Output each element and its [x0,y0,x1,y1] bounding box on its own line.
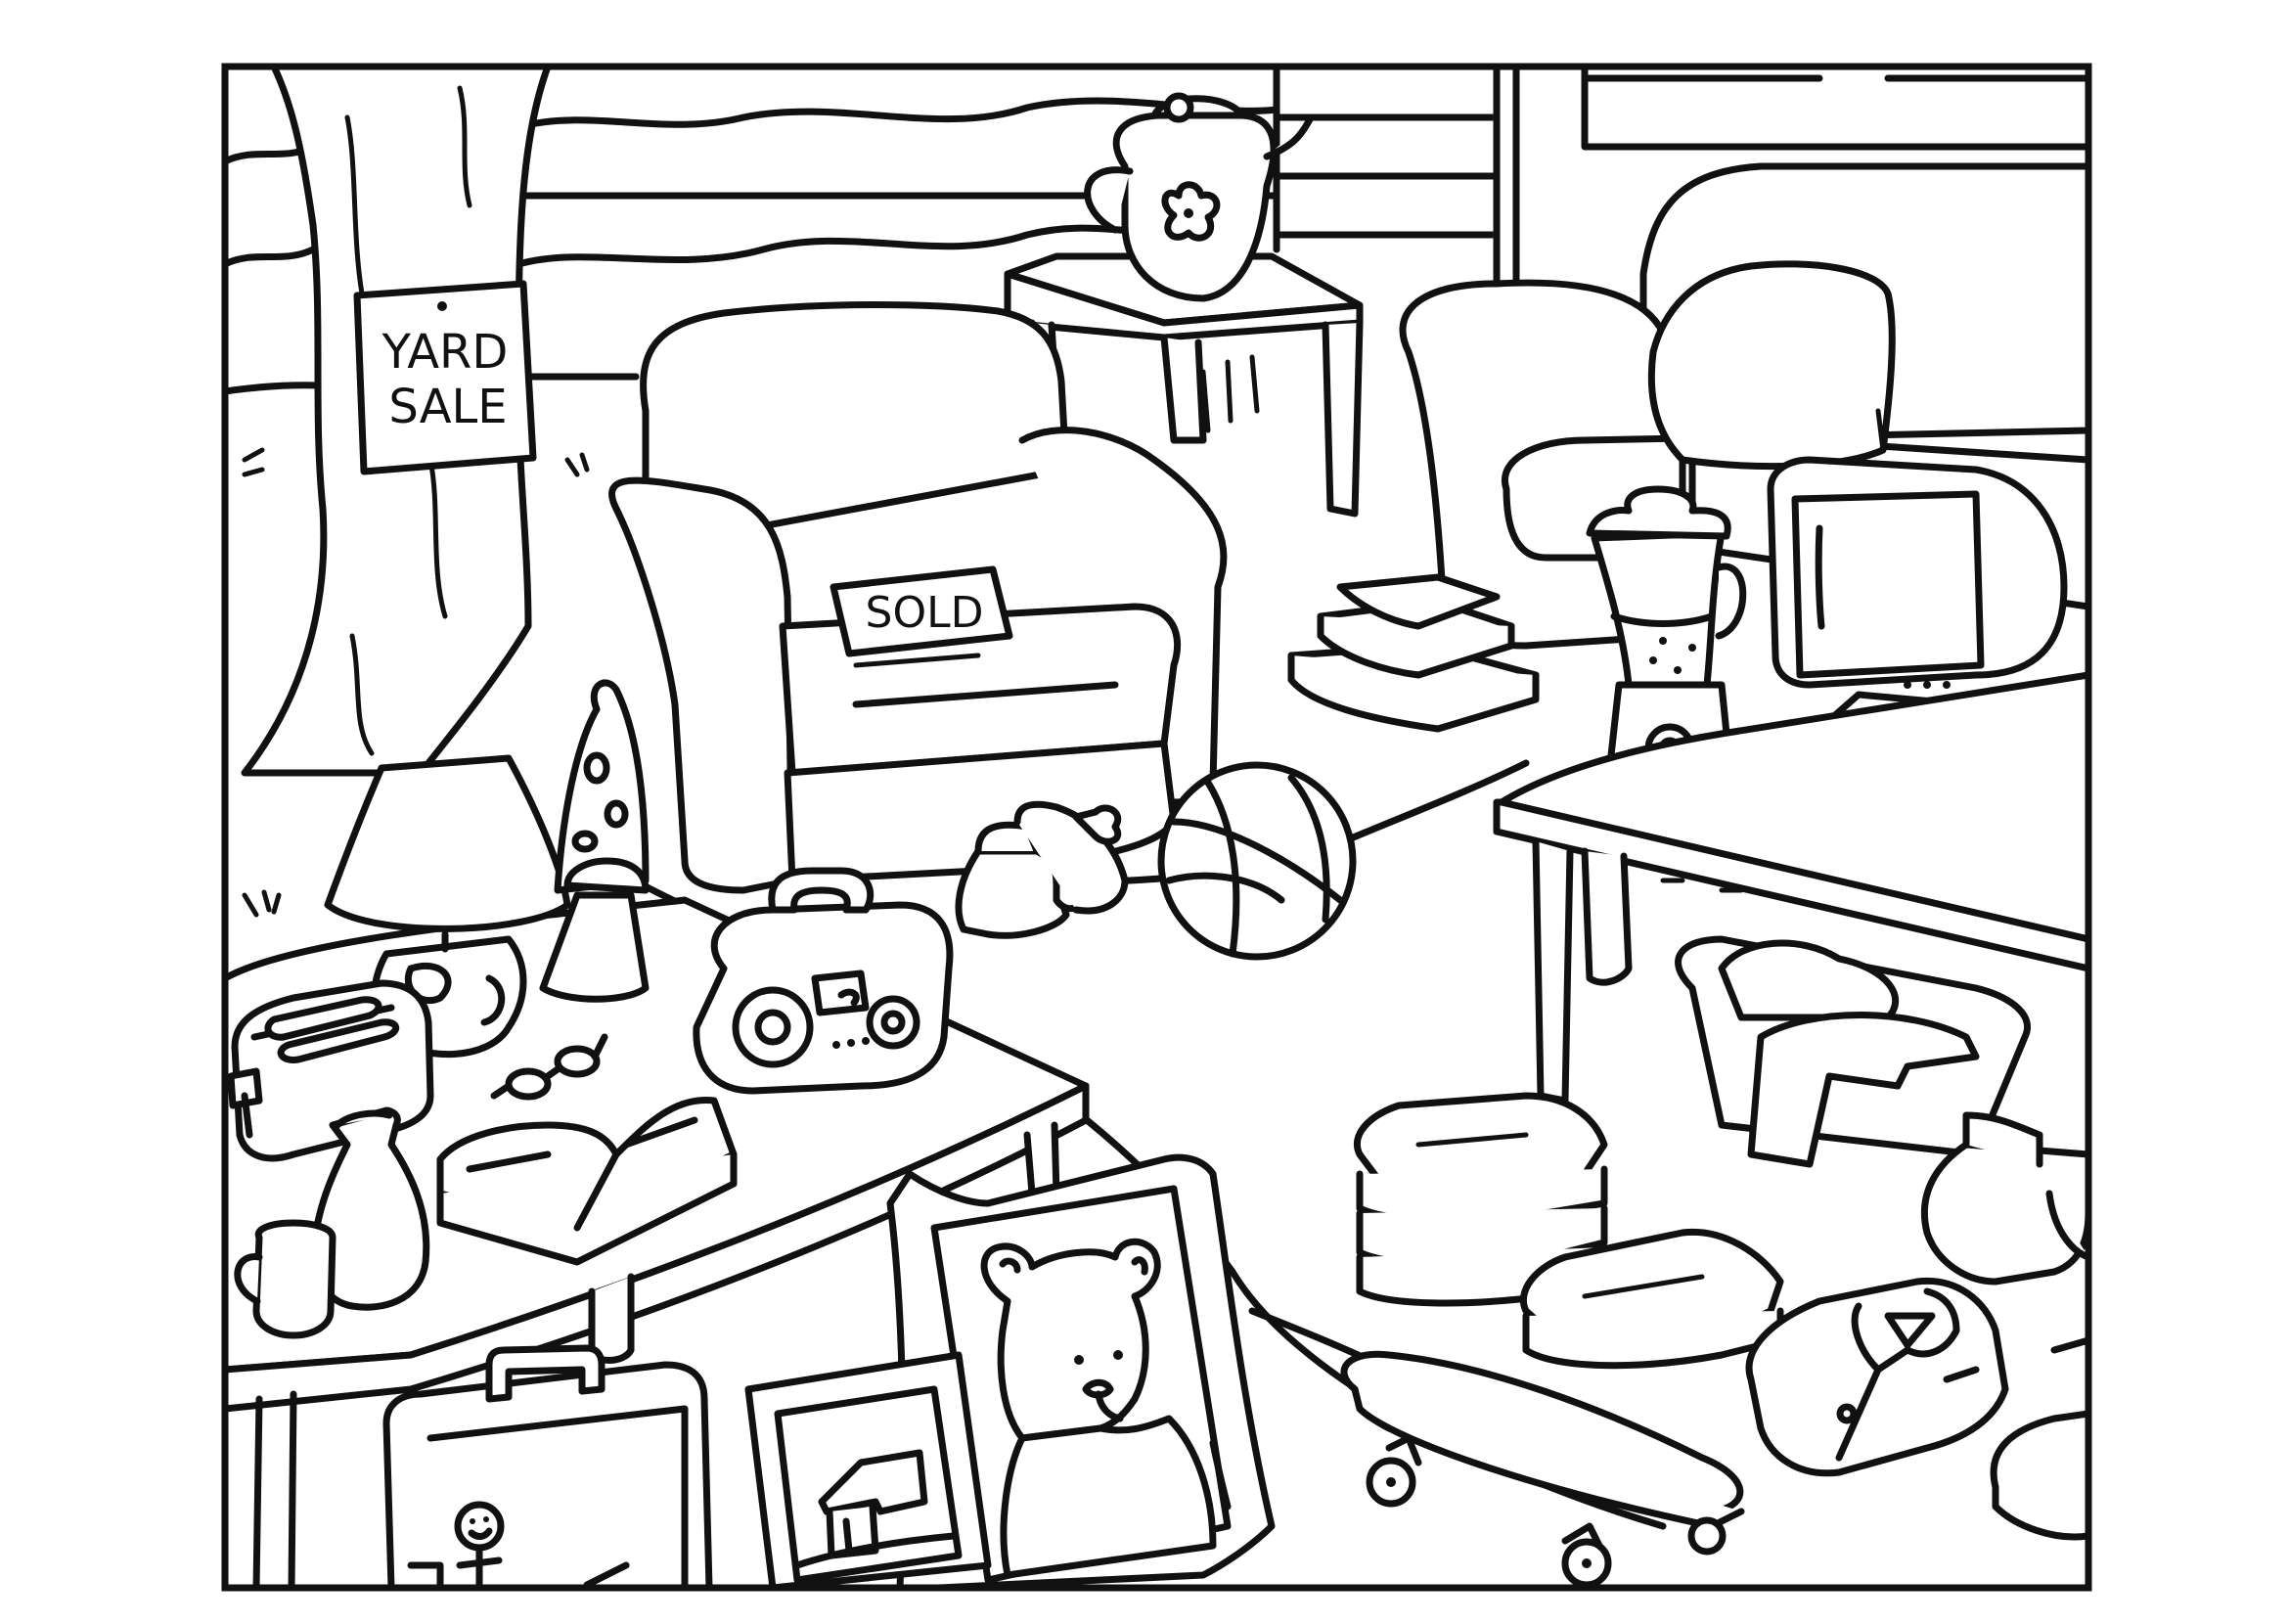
book-stack-icon [1287,573,1540,733]
open-book-icon [436,1096,738,1266]
sold-tag-icon: SOLD [830,565,1013,657]
basketball-icon [1157,761,1357,961]
sold-tag-label: SOLD [866,588,984,638]
right-table-icon [1493,671,2088,1105]
picture-frame-house-icon [744,1351,992,1588]
lunchbox-icon [382,1344,713,1588]
yard-sale-sign-line2: SALE [388,380,507,434]
glasses-icon [490,1033,608,1101]
laundry-basket-icon [1675,935,2031,1168]
yard-sale-sign-line1: YARD [381,325,509,380]
teapot-icon [1084,92,1315,302]
radio-icon [693,867,954,1095]
page-border [221,63,2092,1592]
picture-frame-bear-icon [886,1153,1276,1588]
lamp-icon [324,754,571,1059]
mug-icon [234,1219,336,1339]
pot-icon [1920,1111,2088,1286]
lava-lamp-icon [539,679,650,1003]
baby-shoes-icon [955,800,1129,939]
folded-shirt-icon [1745,1277,2009,1477]
yard-sale-sign: YARD SALE [353,280,537,475]
skateboard-icon [1340,1350,1745,1588]
towel-single-icon [1519,1228,1784,1370]
vase-icon [311,1106,430,1311]
